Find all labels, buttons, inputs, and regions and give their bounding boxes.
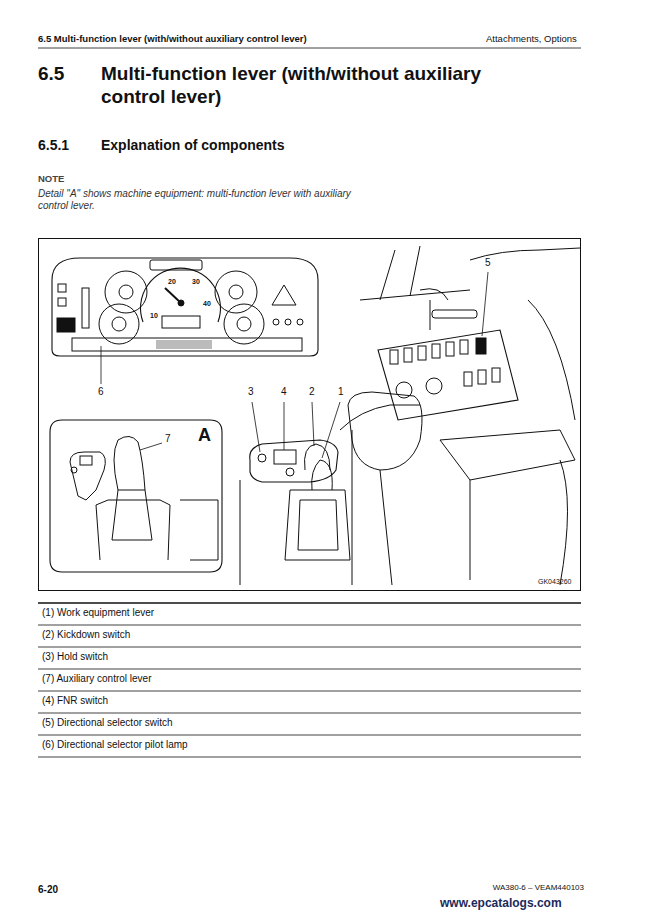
document-code: WA380-6 – VEAM440103 <box>493 883 584 893</box>
gauge-number: 30 <box>192 278 200 286</box>
section-title: Multi-function lever (with/without auxil… <box>101 63 501 109</box>
callout-number: 1 <box>337 386 345 398</box>
subsection-number: 6.5.1 <box>38 137 69 154</box>
callout-number: 3 <box>247 386 255 398</box>
note-text: Detail "A" shows machine equipment: mult… <box>38 188 368 212</box>
page-number: 6-20 <box>38 884 58 896</box>
table-cell: (2) Kickdown switch <box>42 629 130 641</box>
running-header: 6.5 Multi-function lever (with/without a… <box>38 33 307 44</box>
callout-number: 7 <box>164 433 172 445</box>
gauge-number: 10 <box>150 312 158 320</box>
note-heading: NOTE <box>38 173 64 184</box>
section-number: 6.5 <box>38 63 64 86</box>
detail-letter: A <box>198 425 211 447</box>
table-cell: (4) FNR switch <box>42 695 108 707</box>
subsection-title: Explanation of components <box>101 137 285 154</box>
table-cell: (5) Directional selector switch <box>42 717 173 729</box>
watermark: www.epcatalogs.com <box>440 896 562 910</box>
table-cell: (3) Hold switch <box>42 651 108 663</box>
gauge-number: 40 <box>203 300 211 308</box>
table-cell: (6) Directional selector pilot lamp <box>42 739 188 751</box>
table-cell: (7) Auxiliary control lever <box>42 673 151 685</box>
figure-code: GK043260 <box>538 578 571 586</box>
table-cell: (1) Work equipment lever <box>42 607 154 619</box>
callout-number: 2 <box>308 386 316 398</box>
running-header: Attachments, Options <box>486 33 577 44</box>
callout-number: 6 <box>97 386 105 398</box>
callout-number: 4 <box>280 386 288 398</box>
gauge-number: 20 <box>168 278 176 286</box>
callout-number: 5 <box>484 257 492 269</box>
